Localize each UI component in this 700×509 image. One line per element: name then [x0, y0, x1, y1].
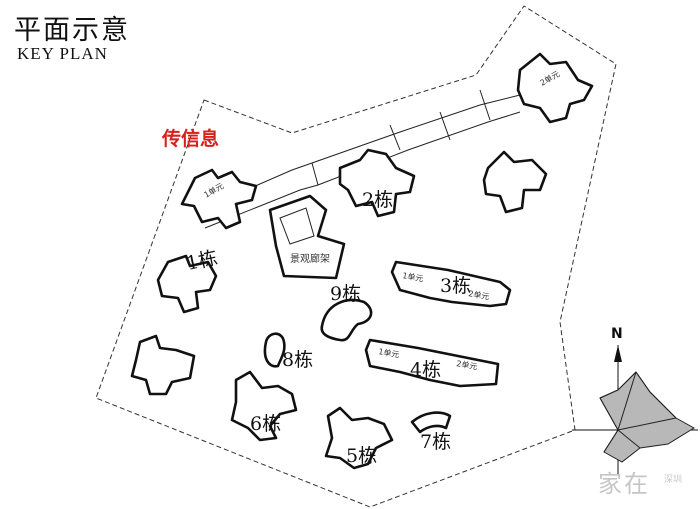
- building-2: 2栋: [338, 148, 416, 218]
- building-4-label: 4栋: [410, 359, 441, 381]
- building-8-label: 8栋: [282, 349, 313, 371]
- compass-rose-icon: [599, 371, 695, 463]
- north-label: N: [611, 326, 623, 342]
- page-title: 平面示意: [14, 15, 130, 46]
- building-1: 1栋: [130, 168, 258, 396]
- landscape-pavilion: 景观廊架: [268, 194, 346, 280]
- building-3: 3栋: [390, 260, 512, 308]
- north-arrow-compass: N: [572, 326, 698, 475]
- page-subtitle: KEY PLAN: [17, 44, 108, 63]
- watermark-text: 家在: [598, 470, 650, 498]
- watermark-small-text: 深圳: [664, 475, 683, 485]
- building-3-label: 3栋: [440, 275, 471, 297]
- building-8: 8栋: [263, 332, 313, 371]
- building-top-right: [482, 52, 594, 214]
- unit-label: 2单元: [456, 358, 479, 372]
- building-6-label: 6栋: [250, 413, 281, 435]
- unit-label: 2单元: [468, 288, 491, 302]
- building-5-label: 5栋: [346, 445, 377, 467]
- building-7: 7栋: [410, 411, 452, 453]
- site-boundary: [95, 5, 617, 508]
- building-2-label: 2栋: [362, 189, 393, 211]
- building-7-label: 7栋: [420, 431, 451, 453]
- unit-label: 1单元: [378, 346, 401, 360]
- unit-label: 1单元: [402, 270, 425, 284]
- building-9: 9栋: [320, 283, 373, 342]
- building-6: 6栋: [230, 370, 298, 442]
- building-9-label: 9栋: [330, 283, 361, 305]
- highlight-label: 传信息: [162, 128, 220, 150]
- building-5: 5栋: [324, 406, 394, 470]
- pavilion-label: 景观廊架: [290, 252, 330, 265]
- building-4: 4栋: [364, 338, 500, 388]
